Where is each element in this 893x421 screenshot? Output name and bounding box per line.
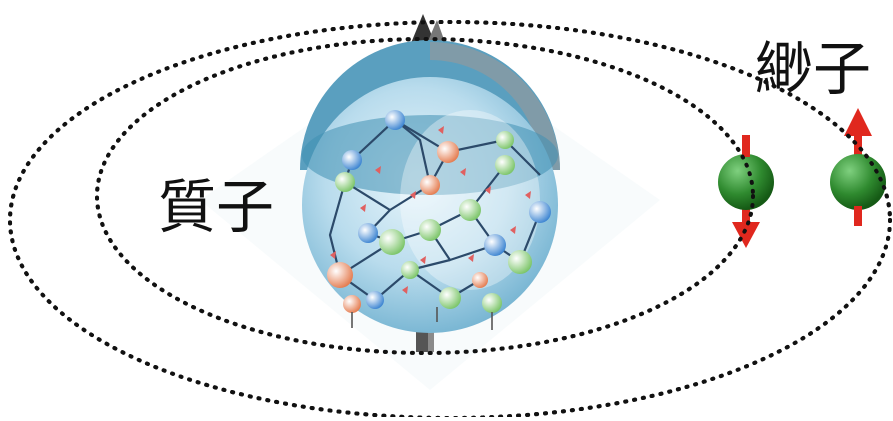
proton-label: 質子 [158,173,275,241]
muon-spin-up-icon [830,108,886,226]
proton-sphere-icon [200,14,660,390]
muon-label: 緲子 [755,35,872,103]
muon-spin-down-icon [718,135,774,248]
